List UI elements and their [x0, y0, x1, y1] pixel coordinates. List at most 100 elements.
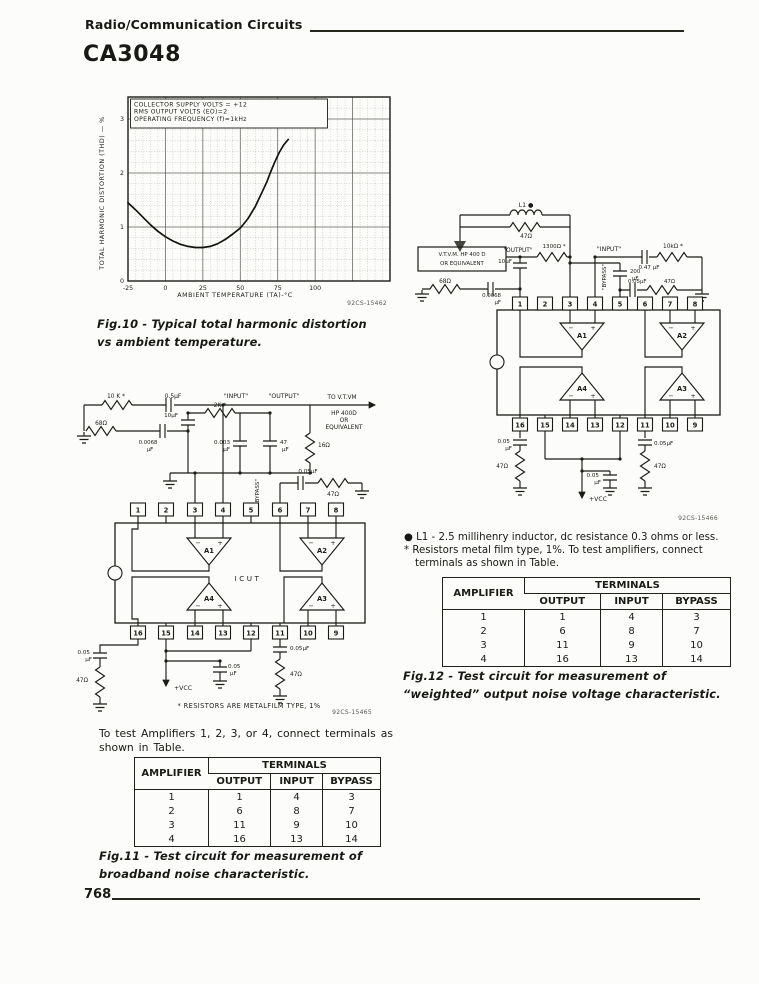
terminal-box	[611, 417, 629, 432]
terminal-number: 10	[303, 630, 313, 638]
y-tick-label: 3	[120, 116, 124, 123]
a4-label: A4	[204, 595, 214, 603]
fig12-table-amplifier-header: AMPLIFIER	[442, 577, 525, 610]
terminal-number: 4	[593, 301, 598, 309]
terminal-box	[299, 625, 317, 640]
terminal-box	[186, 625, 204, 640]
label-vtvm-1: V.T.V.M. HP 400 D	[438, 252, 485, 258]
x-tick-label: 100	[309, 285, 321, 292]
terminal-number: 11	[275, 630, 285, 638]
fig11-table-amplifier-header: AMPLIFIER	[134, 757, 209, 790]
a3-plus: +	[330, 602, 335, 610]
junction-dot	[518, 255, 522, 259]
fig11-table: AMPLIFIER TERMINALS OUTPUT INPUT BYPASS …	[134, 757, 382, 847]
cell: 1	[208, 789, 271, 804]
cell: 8	[600, 624, 663, 638]
junction-dot	[618, 457, 622, 461]
label-0.0068-uF: µF	[147, 447, 154, 453]
terminal-box	[214, 625, 232, 640]
a3-label: A3	[677, 385, 687, 393]
opamp-a3: −+A3	[299, 582, 345, 611]
terminal-number: 9	[334, 630, 339, 638]
label-0.05uF-br: 0.05µF	[654, 441, 673, 447]
cell: 3	[168, 819, 175, 831]
resistor-47-top	[317, 477, 349, 489]
thd-curve	[127, 138, 290, 249]
fig11-col-input: INPUT	[270, 773, 323, 790]
cell: 1	[524, 609, 601, 624]
fig11-col-bypass: BYPASS	[321, 773, 381, 790]
terminal-box	[636, 296, 654, 311]
terminal-box	[129, 502, 147, 517]
fig12-col-input: INPUT	[600, 593, 663, 610]
cell: 7	[321, 804, 381, 818]
resistor-2k	[204, 407, 236, 419]
capacitor-47uF	[262, 440, 278, 447]
label-0.05-bc: 0.05	[228, 664, 241, 670]
ground-right	[354, 486, 370, 499]
label-10uF: 10µF	[164, 413, 178, 419]
label-0.0068: 0.0068	[482, 293, 501, 299]
terminal-box	[686, 296, 704, 311]
label-0.05-bc-u: µF	[230, 671, 237, 677]
terminal-box	[636, 417, 654, 432]
y-tick-label: 0	[120, 278, 124, 285]
label-0.47uF: 0.47 µF	[638, 265, 659, 271]
junction-dot	[218, 659, 222, 663]
terminal-box	[511, 296, 529, 311]
label-10kohm: 10kΩ *	[663, 244, 683, 250]
terminal-number: 2	[543, 301, 548, 309]
terminal-number: 15	[540, 422, 550, 430]
resistor-47-bl	[94, 666, 106, 698]
terminal-number: 8	[693, 301, 698, 309]
capacitor-0.47uF	[641, 249, 648, 265]
terminal-box	[511, 417, 529, 432]
y-axis-label: TOTAL HARMONIC DISTORTION (THD) — %	[99, 116, 106, 270]
cell: 3	[321, 789, 381, 804]
resistor-47-parallel	[509, 221, 541, 233]
a1-minus: −	[195, 539, 200, 547]
opamp-a3: −+A3	[659, 372, 705, 401]
cell: 4	[480, 653, 487, 665]
terminal-number: 12	[246, 630, 256, 638]
cell: 10	[661, 638, 731, 652]
terminal-box	[157, 502, 175, 517]
label-47ohm-top: 47Ω	[664, 279, 675, 285]
a4-minus: −	[568, 392, 573, 400]
label-47ohm-br: 47Ω	[290, 672, 302, 678]
terminal-number: 16	[133, 630, 143, 638]
terminal-box	[611, 296, 629, 311]
label-input: "INPUT"	[597, 246, 621, 253]
opamp-a4: −+A4	[186, 582, 232, 611]
label-0.05-bl-u: µF	[85, 657, 92, 663]
cell: 16	[208, 832, 271, 847]
chart-curve	[127, 138, 290, 249]
capacitor-0.05uF-bc	[212, 666, 228, 673]
fig12-table: AMPLIFIER TERMINALS OUTPUT INPUT BYPASS …	[442, 577, 732, 667]
terminal-number: 6	[643, 301, 648, 309]
terminal-number: 3	[568, 301, 573, 309]
y-tick-label: 2	[120, 170, 124, 177]
ground-left	[76, 431, 92, 444]
junction-dot	[186, 429, 190, 433]
label-bypass: "BYPASS"	[602, 264, 608, 290]
fig11-circuit: −+A1 −+A2 −+A4 −+A3 ICUT 10 K * 0.5µF "I…	[76, 393, 377, 716]
label-0.0068-uF: µF	[494, 300, 501, 306]
a2-plus: +	[690, 324, 695, 332]
cell: 14	[321, 832, 381, 847]
cell: 9	[600, 638, 663, 652]
opamp-a4: −+A4	[559, 372, 605, 401]
junction-dot	[518, 287, 522, 291]
label-vtvm-2: HP 400D	[331, 411, 357, 417]
cell: 8	[270, 804, 323, 818]
cell: 6	[208, 804, 271, 818]
a2-minus: −	[308, 539, 313, 547]
capacitor-0.05uF-top	[629, 282, 636, 298]
terminal-box	[561, 296, 579, 311]
a2-plus: +	[330, 539, 335, 547]
condition-line-3: OPERATING FREQUENCY (f)=1kHz	[134, 116, 247, 123]
